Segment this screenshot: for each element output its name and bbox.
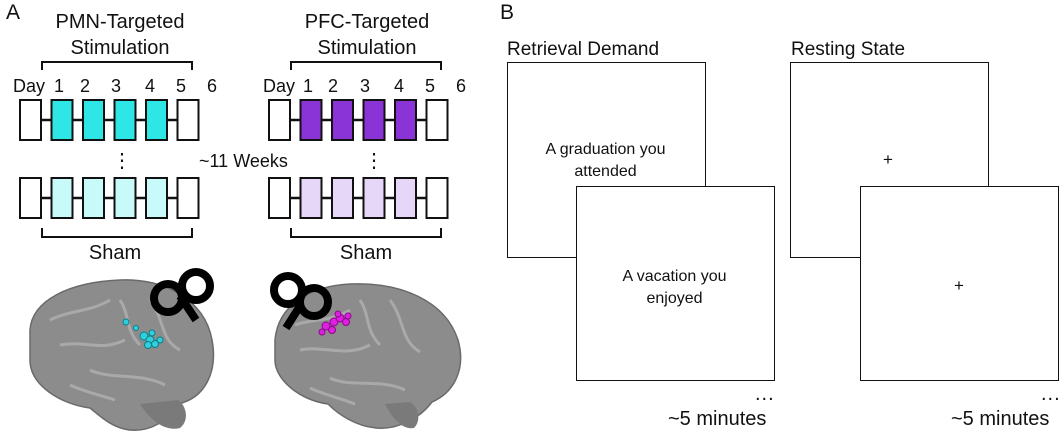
- pfc-brain-icon: [274, 283, 462, 429]
- retrieval-duration: ~5 minutes: [668, 408, 767, 430]
- resting-title: Resting State: [791, 39, 906, 60]
- pfc-active-day-box-1: [268, 99, 291, 141]
- pfc-day-5: 5: [425, 76, 436, 96]
- retrieval-card-front-line2: enjoyed: [646, 290, 703, 307]
- retrieval-card-front-text: A vacation you enjoyed: [577, 266, 772, 310]
- pmn-day-label: Day: [13, 76, 46, 96]
- retrieval-card-back-line2: attended: [574, 163, 637, 180]
- pmn-day-2: 2: [80, 76, 91, 96]
- pfc-title: PFC-Targeted Stimulation: [278, 9, 456, 61]
- resting-back-fixation: +: [883, 150, 893, 169]
- pfc-day-2: 2: [328, 76, 339, 96]
- pfc-active-day-box-5: [394, 99, 417, 141]
- pmn-active-day-box-5: [145, 99, 168, 141]
- pfc-day-label: Day: [263, 76, 296, 96]
- pmn-sham-label: Sham: [88, 242, 142, 264]
- pfc-sham-day-box-6: [425, 177, 449, 219]
- pmn-sham-day-box-3: [82, 177, 105, 219]
- retrieval-ellipsis: ...: [755, 383, 775, 405]
- pfc-day-4: 4: [394, 76, 405, 96]
- pmn-day-5: 5: [176, 76, 187, 96]
- pmn-sham-day-box-5: [145, 177, 168, 219]
- resting-ellipsis: ...: [1041, 383, 1061, 405]
- pfc-title-line2: Stimulation: [317, 37, 417, 59]
- pfc-top-bracket: [290, 61, 442, 70]
- pmn-sham-day-box-6: [176, 177, 200, 219]
- pfc-title-line1: PFC-Targeted: [304, 11, 430, 33]
- pmn-title-line2: Stimulation: [70, 37, 170, 59]
- pmn-active-day-box-4: [113, 99, 137, 141]
- pfc-vertical-ellipsis: ⋮: [364, 150, 384, 172]
- pfc-active-day-box-4: [362, 99, 386, 141]
- retrieval-title: Retrieval Demand: [507, 39, 660, 60]
- pfc-sham-day-box-1: [268, 177, 291, 219]
- pmn-top-bracket: [41, 61, 193, 70]
- pmn-vertical-ellipsis: ⋮: [112, 150, 132, 172]
- pmn-sham-day-box-4: [113, 177, 137, 219]
- pmn-active-day-box-1: [19, 99, 42, 141]
- pmn-day-3: 3: [111, 76, 122, 96]
- pmn-active-day-box-3: [82, 99, 105, 141]
- pfc-sham-day-box-4: [362, 177, 386, 219]
- retrieval-card-front-line1: A vacation you: [622, 268, 727, 285]
- pfc-day-6: 6: [456, 76, 467, 96]
- pmn-active-day-box-2: [50, 99, 74, 141]
- pmn-day-4: 4: [145, 76, 156, 96]
- pfc-active-day-box-3: [331, 99, 354, 141]
- pmn-day-6: 6: [207, 76, 218, 96]
- panel-a-letter: A: [6, 1, 21, 24]
- retrieval-card-back-line1: A graduation you: [545, 141, 666, 158]
- gap-label: ~11 Weeks: [199, 151, 288, 171]
- pmn-sham-bracket: [41, 228, 193, 238]
- pmn-brain-icon: [29, 279, 215, 431]
- pfc-day-3: 3: [360, 76, 371, 96]
- pfc-active-day-box-6: [425, 99, 449, 141]
- resting-duration: ~5 minutes: [951, 408, 1050, 430]
- pfc-day-1: 1: [303, 76, 314, 96]
- pfc-sham-label: Sham: [339, 242, 393, 264]
- pfc-sham-day-box-5: [394, 177, 417, 219]
- pmn-sham-day-box-1: [19, 177, 42, 219]
- pfc-tms-coil-icon: [270, 272, 332, 331]
- pfc-sham-day-box-3: [331, 177, 354, 219]
- pmn-tms-coil-icon: [150, 268, 214, 323]
- pmn-day-1: 1: [54, 76, 65, 96]
- resting-front-fixation: +: [954, 276, 964, 295]
- retrieval-card-back-text: A graduation you attended: [508, 139, 703, 183]
- retrieval-card-front: A vacation you enjoyed: [576, 186, 775, 381]
- resting-card-front: +: [860, 186, 1059, 381]
- pmn-title-line1: PMN-Targeted: [55, 11, 185, 33]
- pmn-active-day-box-6: [176, 99, 200, 141]
- pfc-active-day-box-2: [299, 99, 323, 141]
- pmn-title: PMN-Targeted Stimulation: [30, 9, 210, 61]
- pfc-sham-bracket: [290, 228, 442, 238]
- pfc-sham-day-box-2: [299, 177, 323, 219]
- pmn-sham-day-box-2: [50, 177, 74, 219]
- panel-b-letter: B: [500, 1, 515, 24]
